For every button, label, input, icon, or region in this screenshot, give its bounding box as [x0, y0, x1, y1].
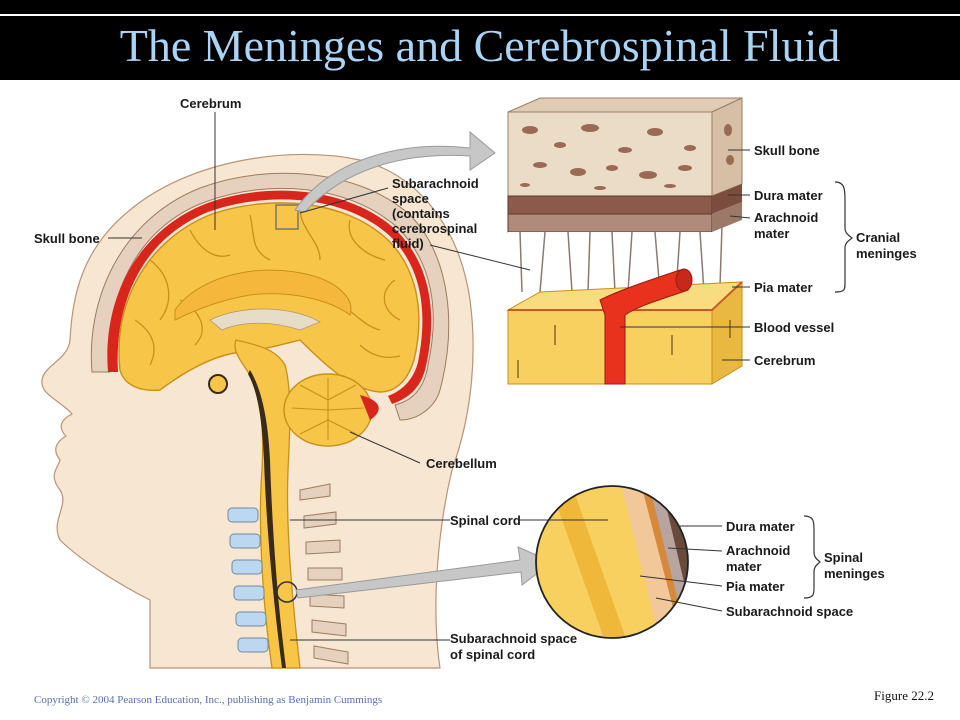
page-title: The Meninges and Cerebrospinal Fluid: [119, 20, 841, 71]
label-upper-arachnoid-2: mater: [754, 226, 789, 241]
label-upper-arachnoid-1: Arachnoid: [754, 210, 818, 225]
lower-arachnoid-mater: [648, 486, 688, 638]
vertebrae: [227, 507, 269, 653]
label-upper-cerebrum: Cerebrum: [754, 353, 815, 368]
neuron-marks: [517, 320, 731, 378]
label-cerebellum: Cerebellum: [426, 456, 497, 471]
inset-arachnoid-mater: [507, 213, 713, 233]
title-rule: [0, 14, 960, 16]
label-subarachnoid-5: fluid): [392, 236, 424, 251]
label-cerebrum: Cerebrum: [180, 96, 241, 111]
cerebellum: [283, 373, 379, 447]
cranial-meninges-inset: [506, 97, 744, 385]
vertebral-processes: [299, 483, 349, 665]
label-upper-skull-bone: Skull bone: [754, 143, 820, 158]
label-lower-arachnoid-1: Arachnoid: [726, 543, 790, 558]
label-subarachnoid-2: space: [392, 191, 429, 206]
label-subarachnoid-3: (contains: [392, 206, 450, 221]
label-skull-bone: Skull bone: [34, 231, 100, 246]
lateral-ventricle: [209, 308, 321, 331]
label-upper-pia-mater: Pia mater: [754, 280, 813, 295]
spinal-meninges-bracket: [803, 515, 821, 599]
label-lower-arachnoid-2: mater: [726, 559, 761, 574]
label-subarachnoid-spinal-2: of spinal cord: [450, 647, 535, 662]
spinal-meninges-inset: [535, 485, 689, 639]
cerebrum: [118, 202, 420, 393]
meninges-diagram: Cerebrum Skull bone Subarachnoid space (…: [34, 96, 917, 669]
inset-skull-bone: [507, 111, 713, 197]
title-bar: The Meninges and Cerebrospinal Fluid: [0, 0, 960, 80]
label-subarachnoid-4: cerebrospinal: [392, 221, 477, 236]
label-spinal: Spinal: [824, 550, 863, 565]
label-upper-dura-mater: Dura mater: [754, 188, 823, 203]
label-lower-pia-mater: Pia mater: [726, 579, 785, 594]
upper-zoom-marker: [275, 204, 299, 230]
inset-pia-mater: [508, 281, 743, 311]
label-spinal-cord: Spinal cord: [450, 513, 521, 528]
bone-pores: [520, 124, 734, 190]
leader-lines: [108, 112, 751, 641]
label-subarachnoid-1: Subarachnoid: [392, 176, 479, 191]
pituitary: [208, 374, 228, 394]
label-spinal-meninges: meninges: [824, 566, 885, 581]
cranial-meninges-bracket: [834, 181, 853, 293]
copyright-notice: Copyright © 2004 Pearson Education, Inc.…: [34, 694, 383, 706]
inset-dura-mater: [507, 195, 713, 215]
label-subarachnoid-spinal-1: Subarachnoid space: [450, 631, 577, 646]
label-cranial-meninges: meninges: [856, 246, 917, 261]
skull-bone: [90, 172, 450, 421]
figure-number: Figure 22.2: [874, 688, 934, 703]
label-cranial: Cranial: [856, 230, 900, 245]
label-upper-blood-vessel: Blood vessel: [754, 320, 834, 335]
label-lower-dura-mater: Dura mater: [726, 519, 795, 534]
corpus-callosum: [174, 269, 352, 321]
head-sagittal-section: [41, 153, 474, 669]
label-lower-subarachnoid: Subarachnoid space: [726, 604, 853, 619]
upper-zoom-arrow: [294, 130, 496, 213]
